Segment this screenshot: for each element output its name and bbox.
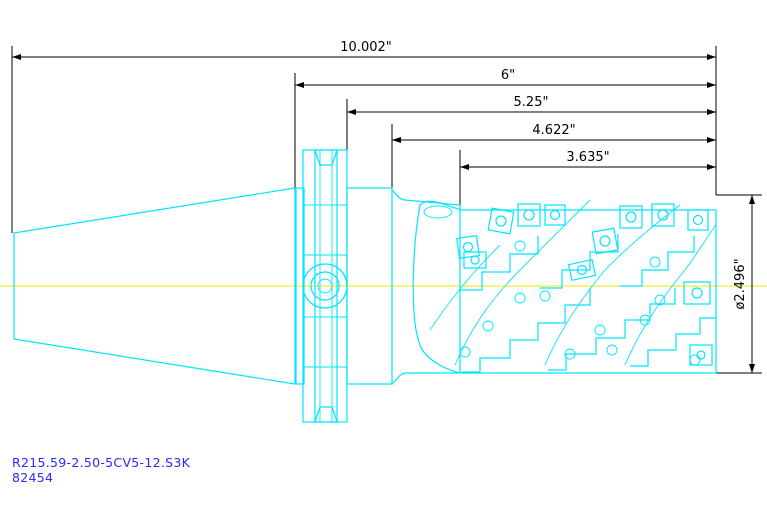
part-code: R215.59-2.50-5CV5-12.S3K: [12, 455, 191, 470]
dim-text-4-622: 4.622": [532, 123, 575, 138]
tool-outline: [13, 149, 717, 423]
dim-text-6: 6": [501, 68, 515, 83]
dim-text-3-635: 3.635": [566, 150, 609, 165]
cutter-head: [412, 199, 717, 374]
dim-text-overall: 10.002": [340, 40, 391, 55]
inserts: [456, 203, 713, 366]
dim-text-5-25: 5.25": [514, 95, 549, 110]
part-number: 82454: [12, 470, 54, 485]
dim-text-diameter: ø2.496": [733, 258, 748, 309]
neck: [346, 187, 393, 385]
holes: [459, 240, 701, 366]
dimension-lines: [11, 46, 762, 374]
